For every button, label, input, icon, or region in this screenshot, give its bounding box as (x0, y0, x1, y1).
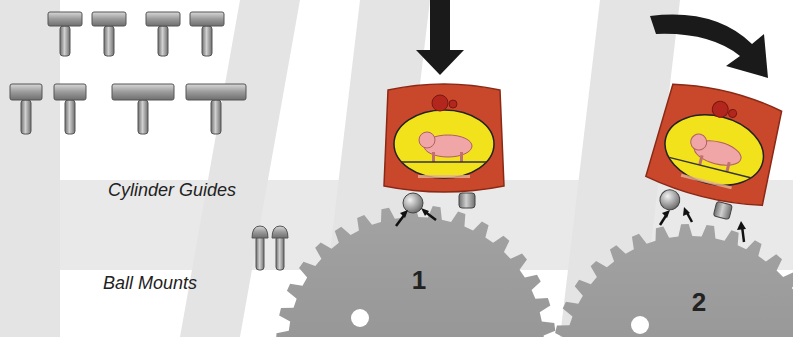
part-name: Ball Mounts (103, 273, 197, 294)
callout-number: 1 (412, 265, 426, 296)
callout-number: 2 (692, 287, 706, 318)
part-name: Cylinder Guides (108, 180, 236, 201)
